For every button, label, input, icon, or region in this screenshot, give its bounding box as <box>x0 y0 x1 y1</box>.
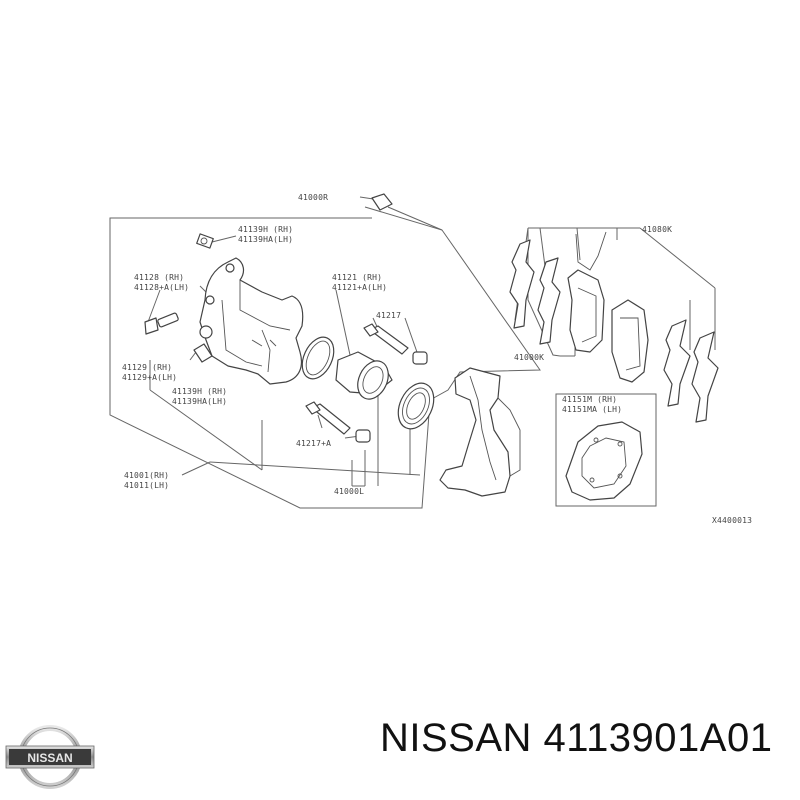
wear-indicator <box>575 231 607 271</box>
label-41217: 41217 <box>376 311 401 320</box>
brake-pad-outer <box>611 299 649 383</box>
label-41121a: 41121+A(LH) <box>332 283 387 292</box>
bracket-bolt <box>371 193 393 211</box>
slide-pin-boot-upper <box>412 351 428 365</box>
dust-boot <box>397 382 435 430</box>
label-41129a: 41129+A(LH) <box>122 373 177 382</box>
slide-pin-lower <box>305 401 351 435</box>
caliper-bracket <box>439 367 521 497</box>
pad-shim <box>565 421 643 501</box>
label-41000l: 41000L <box>334 487 364 496</box>
label-41151ma: 41151MA (LH) <box>562 405 622 414</box>
leader-lines <box>147 196 716 487</box>
nissan-logo: NISSAN <box>5 725 95 789</box>
side-bolt <box>193 343 213 363</box>
label-41129: 41129 (RH) <box>122 363 172 372</box>
piston <box>335 351 393 400</box>
bleeder-screw <box>144 312 179 335</box>
label-41121: 41121 (RH) <box>332 273 382 282</box>
logo-text: NISSAN <box>27 751 72 765</box>
label-41139ha-2: 41139HA(LH) <box>172 397 227 406</box>
label-41011: 41011(LH) <box>124 481 169 490</box>
slide-pin-upper <box>363 323 409 355</box>
frame-edge <box>387 206 443 231</box>
label-41217a: 41217+A <box>296 439 331 448</box>
caliper-body <box>199 257 304 385</box>
brake-pad-inner <box>567 269 605 353</box>
bleeder-bolt <box>196 233 214 249</box>
label-41001: 41001(RH) <box>124 471 169 480</box>
label-41139ha: 41139HA(LH) <box>238 235 293 244</box>
pad-clip-2 <box>537 257 561 345</box>
pad-clip-3 <box>663 319 691 407</box>
label-41139h: 41139H (RH) <box>238 225 293 234</box>
slide-pin-boot-lower <box>355 429 371 443</box>
label-41151m: 41151M (RH) <box>562 395 617 404</box>
piston-seal <box>301 336 335 380</box>
diagram-code: X4400013 <box>712 516 752 525</box>
pad-clip-4 <box>691 331 719 423</box>
label-41080k: 41080K <box>642 225 672 234</box>
label-41000r: 41000R <box>298 193 328 202</box>
shim-box <box>555 393 657 507</box>
label-41128: 41128 (RH) <box>134 273 184 282</box>
label-41000k: 41000K <box>514 353 544 362</box>
label-41128a: 41128+A(LH) <box>134 283 189 292</box>
label-41139h-2: 41139H (RH) <box>172 387 227 396</box>
product-title: NISSAN 4113901A01 <box>380 716 773 760</box>
pad-clip-1 <box>509 239 535 329</box>
